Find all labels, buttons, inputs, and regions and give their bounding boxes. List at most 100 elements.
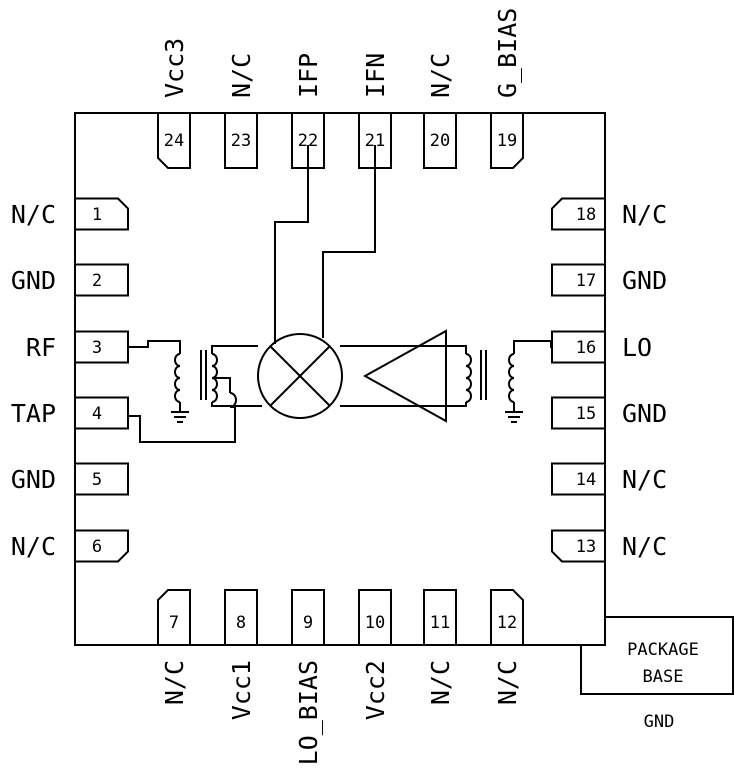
pin-24-pad — [157, 112, 191, 169]
ifn-trace — [322, 145, 376, 338]
pin-13-pad — [551, 529, 606, 563]
pin-23-pad — [224, 112, 258, 169]
pin-10-number: 10 — [365, 613, 385, 633]
pin-14-pad — [551, 462, 606, 496]
package-base-line1: PACKAGE — [627, 640, 699, 660]
pin-12-pad — [490, 589, 524, 646]
pin-6-pad — [74, 529, 129, 563]
pin-1-number: 1 — [92, 205, 102, 225]
mixer-symbol — [257, 333, 343, 419]
pin-4: 4 TAP — [11, 396, 129, 430]
pin-10-label-vcc2: Vcc2 — [361, 660, 390, 720]
pin-16-label-lo: LO — [622, 333, 652, 362]
pin-7-number: 7 — [169, 613, 179, 633]
pin-17-pad — [551, 263, 606, 297]
pin-19-pad — [490, 112, 524, 169]
package-outline — [74, 112, 606, 646]
ifp-trace — [274, 145, 309, 344]
pin-5-label-gnd: GND — [11, 465, 56, 494]
pin-3-label-rf: RF — [26, 333, 56, 362]
pin-5: 5 GND — [11, 462, 129, 496]
pin-11-pad — [423, 589, 457, 646]
pin-16-pad — [551, 330, 606, 364]
pin-20: 20 N/C — [423, 53, 457, 169]
pin-1-pad — [74, 197, 129, 231]
package-base: PACKAGE BASE GND — [580, 616, 734, 732]
pin-15-pad — [551, 396, 606, 430]
pin-22-pad — [291, 112, 325, 169]
pin-11-number: 11 — [430, 613, 450, 633]
pin-22-label-ifp: IFP — [294, 53, 323, 98]
pin-4-number: 4 — [92, 404, 102, 424]
pin-7: 7N/C — [157, 589, 191, 705]
pin-7-label-n-c: N/C — [160, 660, 189, 705]
pin-23-label-n-c: N/C — [227, 53, 256, 98]
pin-2-pad — [74, 263, 129, 297]
pin-5-number: 5 — [92, 470, 102, 490]
pin-4-pad — [74, 396, 129, 430]
pin-8-label-vcc1: Vcc1 — [227, 660, 256, 720]
pin-18-label-n-c: N/C — [622, 200, 667, 229]
pin-14-number: 14 — [576, 470, 596, 490]
pin-16-number: 16 — [576, 338, 596, 358]
pin-14-label-n-c: N/C — [622, 465, 667, 494]
pin-20-pad — [423, 112, 457, 169]
pin-6: 6 N/C — [11, 529, 129, 563]
pin-11: 11N/C — [423, 589, 457, 705]
pin-11-label-n-c: N/C — [426, 660, 455, 705]
package-base-outline — [580, 616, 734, 695]
pin-2-number: 2 — [92, 271, 102, 291]
pin-13-label-n-c: N/C — [622, 532, 667, 561]
pin-10-pad — [358, 589, 392, 646]
pin-2: 2 GND — [11, 263, 129, 297]
pin-3: 3 RF — [26, 330, 129, 364]
pin-21-pad — [358, 112, 392, 169]
pin-9-label-lo-bias: LO_BIAS — [294, 660, 323, 765]
pin-13: 13 N/C — [551, 529, 667, 563]
pin-8-pad — [224, 589, 258, 646]
pin-9: 9LO_BIAS — [291, 589, 325, 765]
pin-24-number: 24 — [164, 131, 184, 151]
pin-9-pad — [291, 589, 325, 646]
pin-23-number: 23 — [231, 131, 251, 151]
pin-19-label-g-bias: G_BIAS — [493, 8, 522, 98]
pin-8-number: 8 — [236, 613, 246, 633]
pin-2-label-gnd: GND — [11, 266, 56, 295]
pin-19: 19 G_BIAS — [490, 8, 524, 169]
pin-3-number: 3 — [92, 338, 102, 358]
pin-4-label-tap: TAP — [11, 399, 56, 428]
lo-amplifier — [362, 329, 447, 423]
pin-1-label-n-c: N/C — [11, 200, 56, 229]
pin-6-number: 6 — [92, 537, 102, 557]
internal-circuit — [128, 145, 553, 443]
pin-6-label-n-c: N/C — [11, 532, 56, 561]
pin-13-number: 13 — [576, 537, 596, 557]
package-base-gnd-label: GND — [644, 712, 675, 732]
pin-23: 23 N/C — [224, 53, 258, 169]
pin-21-number: 21 — [365, 131, 385, 151]
pin-1: 1 N/C — [11, 197, 129, 231]
pin-15-number: 15 — [576, 404, 596, 424]
pin-12-label-n-c: N/C — [493, 660, 522, 705]
lo-balun — [446, 340, 553, 423]
pin-20-number: 20 — [430, 131, 450, 151]
pin-14: 14 N/C — [551, 462, 667, 496]
rf-balun — [128, 340, 262, 443]
pin-19-number: 19 — [497, 131, 517, 151]
pin-5-pad — [74, 462, 129, 496]
pin-20-label-n-c: N/C — [426, 53, 455, 98]
pin-17-label-gnd: GND — [622, 266, 667, 295]
pin-9-number: 9 — [303, 613, 313, 633]
